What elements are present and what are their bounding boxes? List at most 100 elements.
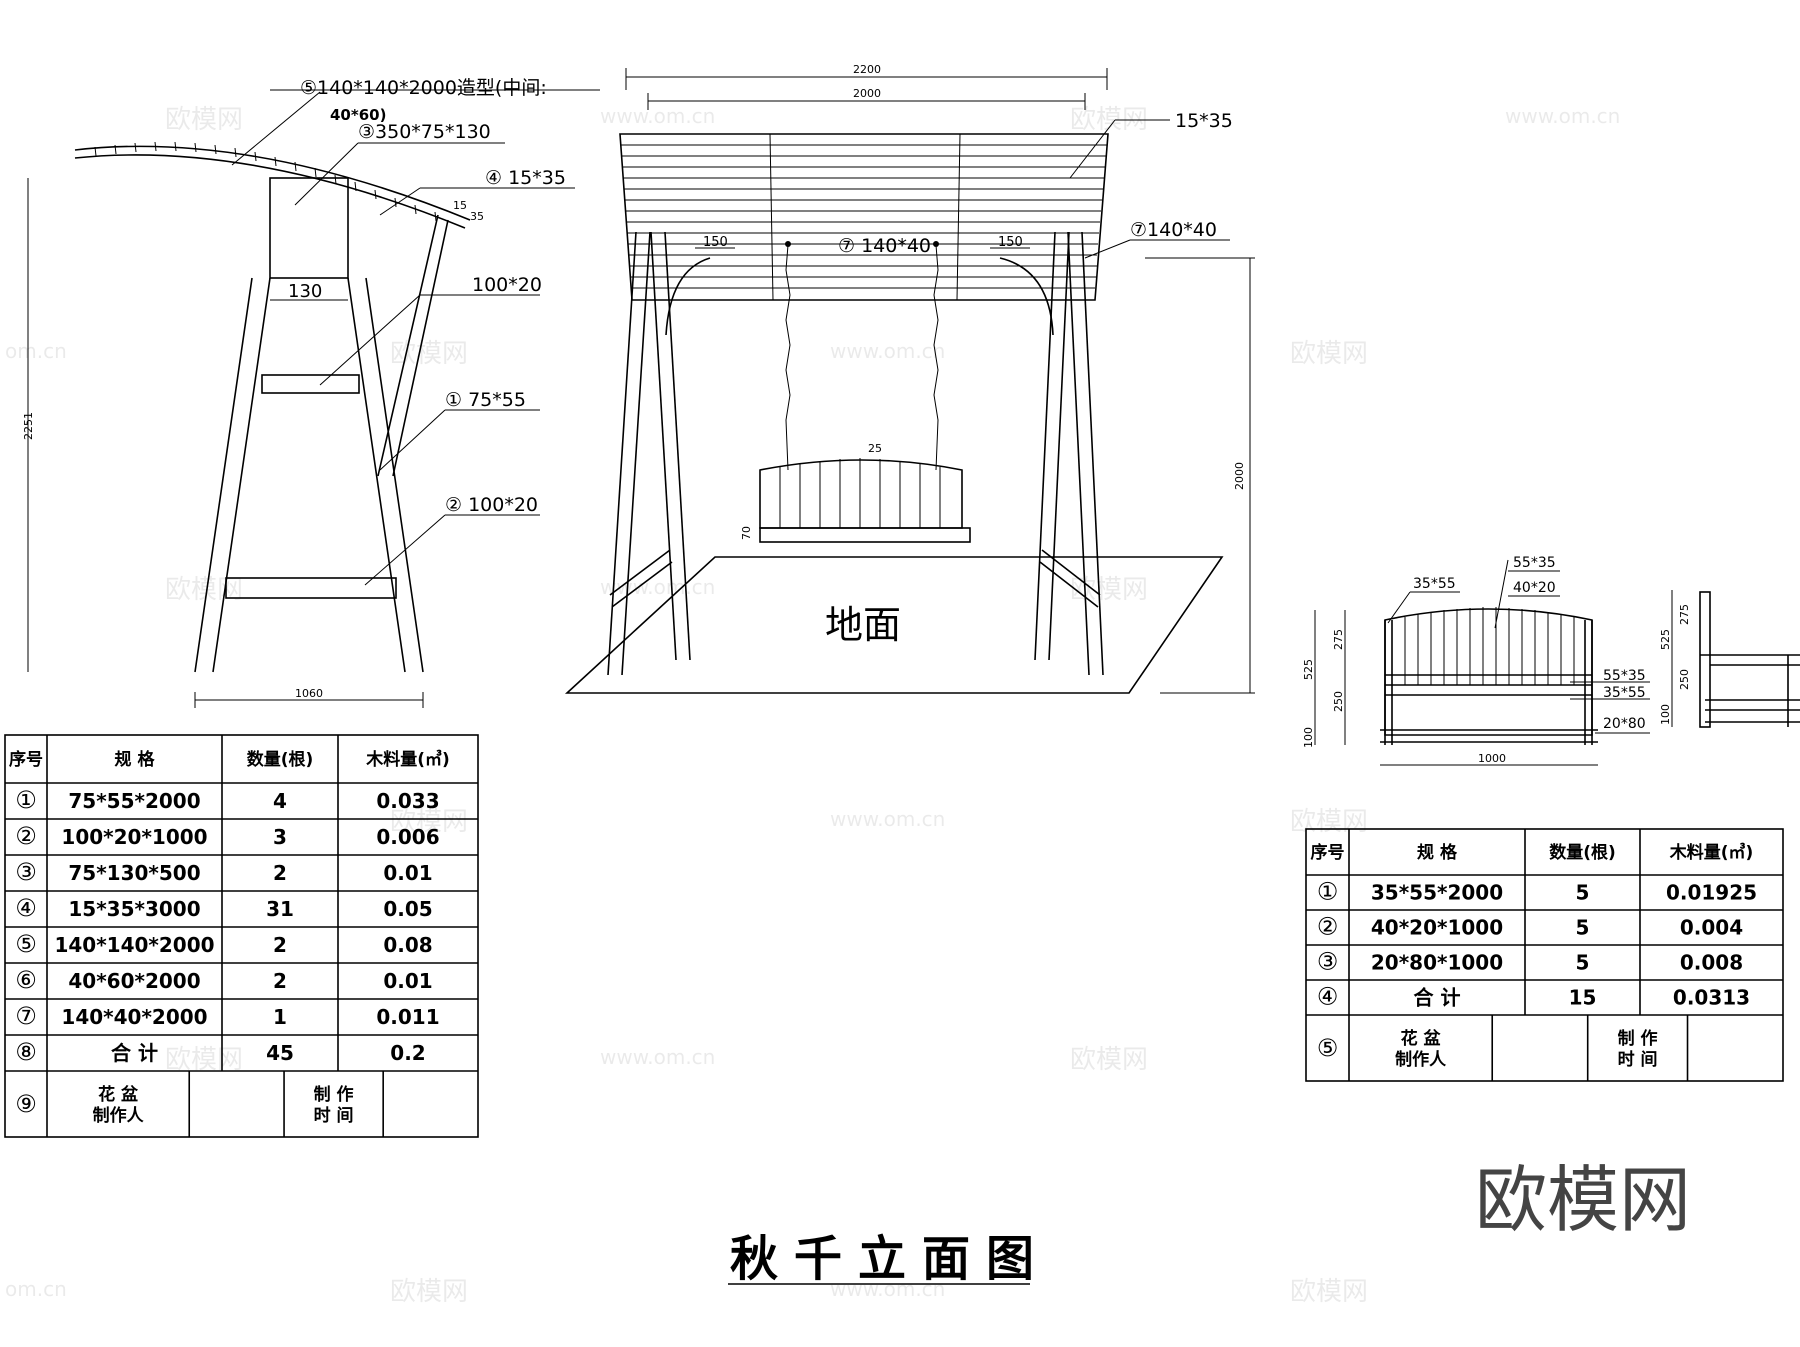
seat-back-slats <box>779 458 941 528</box>
table-cell: 140*140*2000 <box>54 933 214 957</box>
roof-panel <box>619 133 1109 301</box>
dim-150a: 150 <box>703 235 728 250</box>
table-cell: 5 <box>1576 916 1590 940</box>
watermark-brand: 欧模网 <box>165 1045 243 1075</box>
table-footer-label: 制 作 <box>314 1084 354 1105</box>
watermark-url: om.cn <box>5 1277 67 1301</box>
leader-2 <box>364 514 446 586</box>
label-15x35: 15*35 <box>1175 110 1233 132</box>
leader-15x35 <box>1069 119 1116 179</box>
dim-35: 35 <box>470 210 484 223</box>
table-cell: 40*60*2000 <box>68 969 200 993</box>
dim-525a: 525 <box>1302 659 1315 680</box>
dim-70: 70 <box>740 526 753 540</box>
table-header-cell: 规 格 <box>1417 842 1458 863</box>
dim-275a: 275 <box>1332 629 1345 650</box>
label-part-4: ④ 15*35 <box>485 167 566 189</box>
chain-left <box>785 244 791 471</box>
table-cell: 0.0313 <box>1673 986 1750 1010</box>
table-cell: 0.004 <box>1680 916 1743 940</box>
dim-1000: 1000 <box>1478 752 1506 765</box>
watermark-url: www.om.cn <box>600 104 715 128</box>
dim-h2000: 2000 <box>1233 462 1246 490</box>
table-cell: 0.01 <box>383 969 432 993</box>
label-part-3: ③350*75*130 <box>358 121 491 143</box>
table-border <box>4 734 479 1138</box>
leg-left-c <box>664 231 691 661</box>
dim-width: 1060 <box>295 687 323 700</box>
table-row-index: ⑨ <box>15 1090 37 1118</box>
swing-seat-back <box>759 459 963 529</box>
left-leg-inner <box>212 277 271 673</box>
table-cell: 合 计 <box>1414 986 1461 1010</box>
table-header-cell: 数量(根) <box>1549 842 1616 863</box>
bracket-left <box>665 257 711 336</box>
watermark-brand: 欧模网 <box>165 105 243 135</box>
table-cell: 2 <box>273 933 287 957</box>
table-border <box>1305 828 1784 1082</box>
label-35x55-mid: 35*55 <box>1603 685 1646 701</box>
dim-2000: 2000 <box>853 87 881 100</box>
dim-2200: 2200 <box>853 63 881 76</box>
leg-right-a <box>1081 231 1104 676</box>
label-40x20: 40*20 <box>1513 580 1556 596</box>
table-cell: 75*55*2000 <box>68 789 200 813</box>
leg-left-d <box>650 231 677 661</box>
table-cell: 1 <box>273 1005 287 1029</box>
table-footer-label: 花 盆 <box>98 1084 139 1105</box>
table-header-cell: 木料量(㎥) <box>1669 842 1754 863</box>
table-cell: 3 <box>273 825 287 849</box>
table-footer-label: 制 作 <box>1618 1028 1658 1049</box>
leg-right-b <box>1067 231 1090 676</box>
table-cell: 0.01 <box>383 861 432 885</box>
dim-100a: 100 <box>1302 727 1315 748</box>
dim-525b: 525 <box>1659 629 1672 650</box>
watermark-url: www.om.cn <box>830 1277 945 1301</box>
roof-curve-bottom <box>74 154 466 229</box>
side-view: ⑤140*140*2000造型(中间: 40*60) ③350*75*130 ④… <box>22 77 600 708</box>
table-row-index: ② <box>1317 913 1339 941</box>
leader-1 <box>379 409 446 471</box>
dim-25: 25 <box>868 442 882 455</box>
watermark-brand: 欧模网 <box>1290 807 1368 837</box>
seat-view-side: 525 275 250 100 <box>1659 590 1800 728</box>
label-7a: ⑦140*40 <box>1130 219 1217 241</box>
top-block <box>269 177 349 279</box>
leader-3 <box>294 142 359 206</box>
table-row-index: ⑥ <box>15 966 37 994</box>
watermark-layer: 欧模网 欧模网 www.om.cn www.om.cn 欧模网 欧模网 www.… <box>5 104 1620 1307</box>
roof-slat-lines <box>621 144 1107 289</box>
roof-curve-top <box>74 145 471 221</box>
ground-plane <box>564 556 1224 694</box>
table-row-index: ① <box>1317 878 1339 906</box>
bracket-right <box>999 257 1054 336</box>
ground-label: 地面 <box>825 603 901 647</box>
front-view: 2200 2000 <box>564 63 1255 694</box>
table-cell: 4 <box>273 789 287 813</box>
watermark-brand: 欧模网 <box>1070 575 1148 605</box>
table-footer-label: 时 间 <box>314 1105 354 1126</box>
table-row-index: ③ <box>1317 948 1339 976</box>
leader-4 <box>379 187 421 216</box>
table-cell: 15 <box>1569 986 1597 1010</box>
leg-left-b <box>621 231 651 676</box>
watermark-url: www.om.cn <box>830 807 945 831</box>
table-row-index: ② <box>15 822 37 850</box>
watermark-brand: 欧模网 <box>1070 1045 1148 1075</box>
leg-right-d <box>1048 231 1070 661</box>
table-cell: 0.033 <box>376 789 439 813</box>
watermark-brand: 欧模网 <box>390 1277 468 1307</box>
table-row-index: ⑦ <box>15 1002 37 1030</box>
table-cell: 31 <box>266 897 294 921</box>
table-cell: 15*35*3000 <box>68 897 200 921</box>
table-cell: 100*20*1000 <box>61 825 207 849</box>
table-row-index: ⑤ <box>15 930 37 958</box>
table-header-cell: 序号 <box>9 749 43 770</box>
table-header-cell: 规 格 <box>115 749 156 770</box>
left-leg-outer <box>194 277 253 673</box>
table-cell: 2 <box>273 969 287 993</box>
table-footer-label: 制作人 <box>93 1105 145 1126</box>
table-cell: 0.011 <box>376 1005 439 1029</box>
